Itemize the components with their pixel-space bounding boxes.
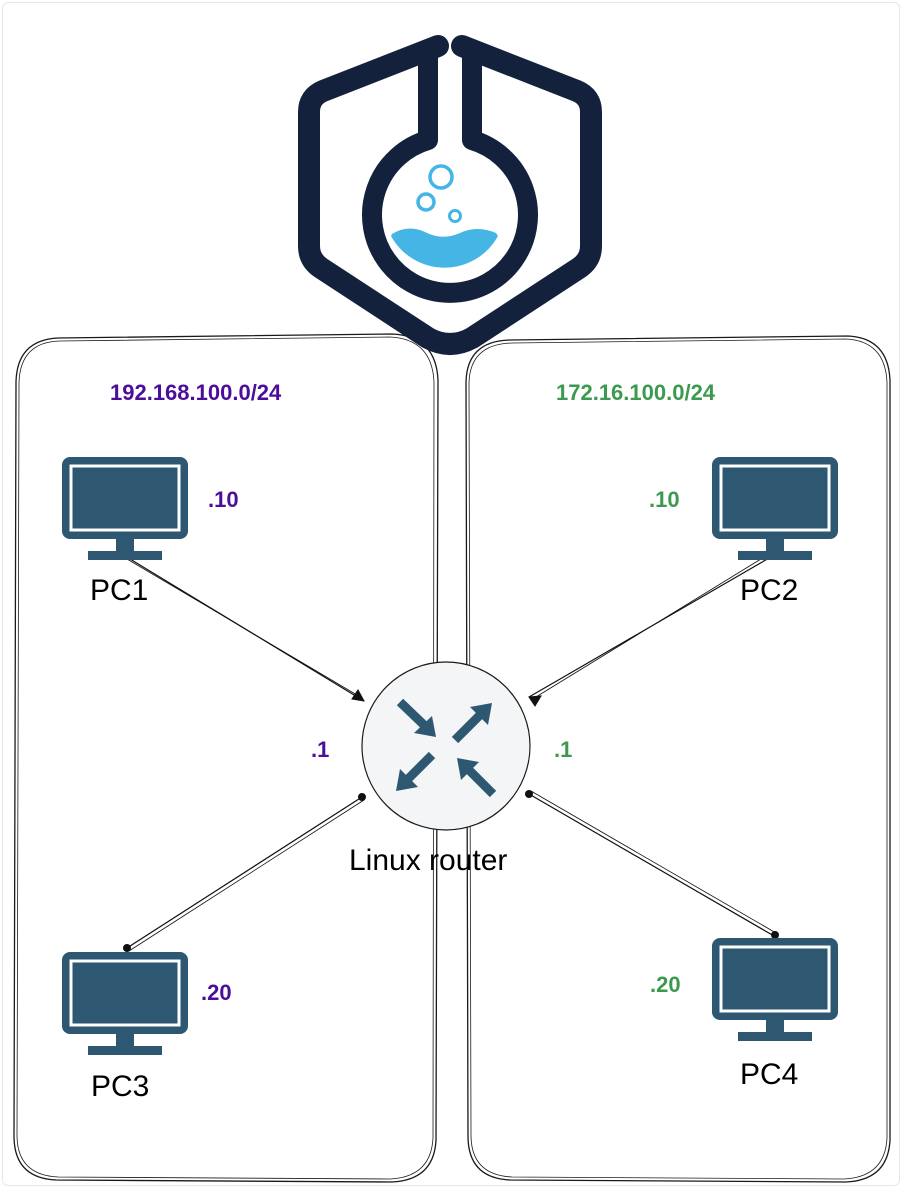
right-router-ip-label: .1 bbox=[554, 737, 573, 762]
pc4-monitor-icon[interactable] bbox=[712, 938, 838, 1041]
pc1-ip-label: .10 bbox=[208, 487, 239, 512]
pc2-name-label: PC2 bbox=[740, 574, 799, 607]
right-subnet-label: 172.16.100.0/24 bbox=[556, 380, 716, 405]
pc3-monitor-icon[interactable] bbox=[62, 952, 188, 1055]
link-pc3-router bbox=[123, 793, 366, 952]
left-router-ip-label: .1 bbox=[311, 737, 330, 762]
router-label: Linux router bbox=[349, 844, 508, 877]
left-subnet-zone bbox=[13, 333, 439, 1183]
link-pc1-router bbox=[121, 552, 365, 702]
pc3-ip-label: .20 bbox=[201, 980, 232, 1005]
pc2-monitor-icon[interactable] bbox=[712, 457, 838, 560]
pc1-name-label: PC1 bbox=[90, 574, 149, 607]
left-subnet-label: 192.168.100.0/24 bbox=[110, 380, 282, 405]
pc2-ip-label: .10 bbox=[649, 487, 680, 512]
router-icon[interactable] bbox=[361, 661, 531, 831]
pc1-monitor-icon[interactable] bbox=[62, 457, 188, 560]
pc4-ip-label: .20 bbox=[650, 972, 681, 997]
pc3-name-label: PC3 bbox=[91, 1070, 150, 1103]
right-subnet-zone bbox=[465, 335, 891, 1183]
containerlab-logo bbox=[298, 35, 602, 355]
link-pc4-router bbox=[525, 790, 779, 939]
pc4-name-label: PC4 bbox=[740, 1058, 799, 1091]
links bbox=[121, 550, 780, 952]
